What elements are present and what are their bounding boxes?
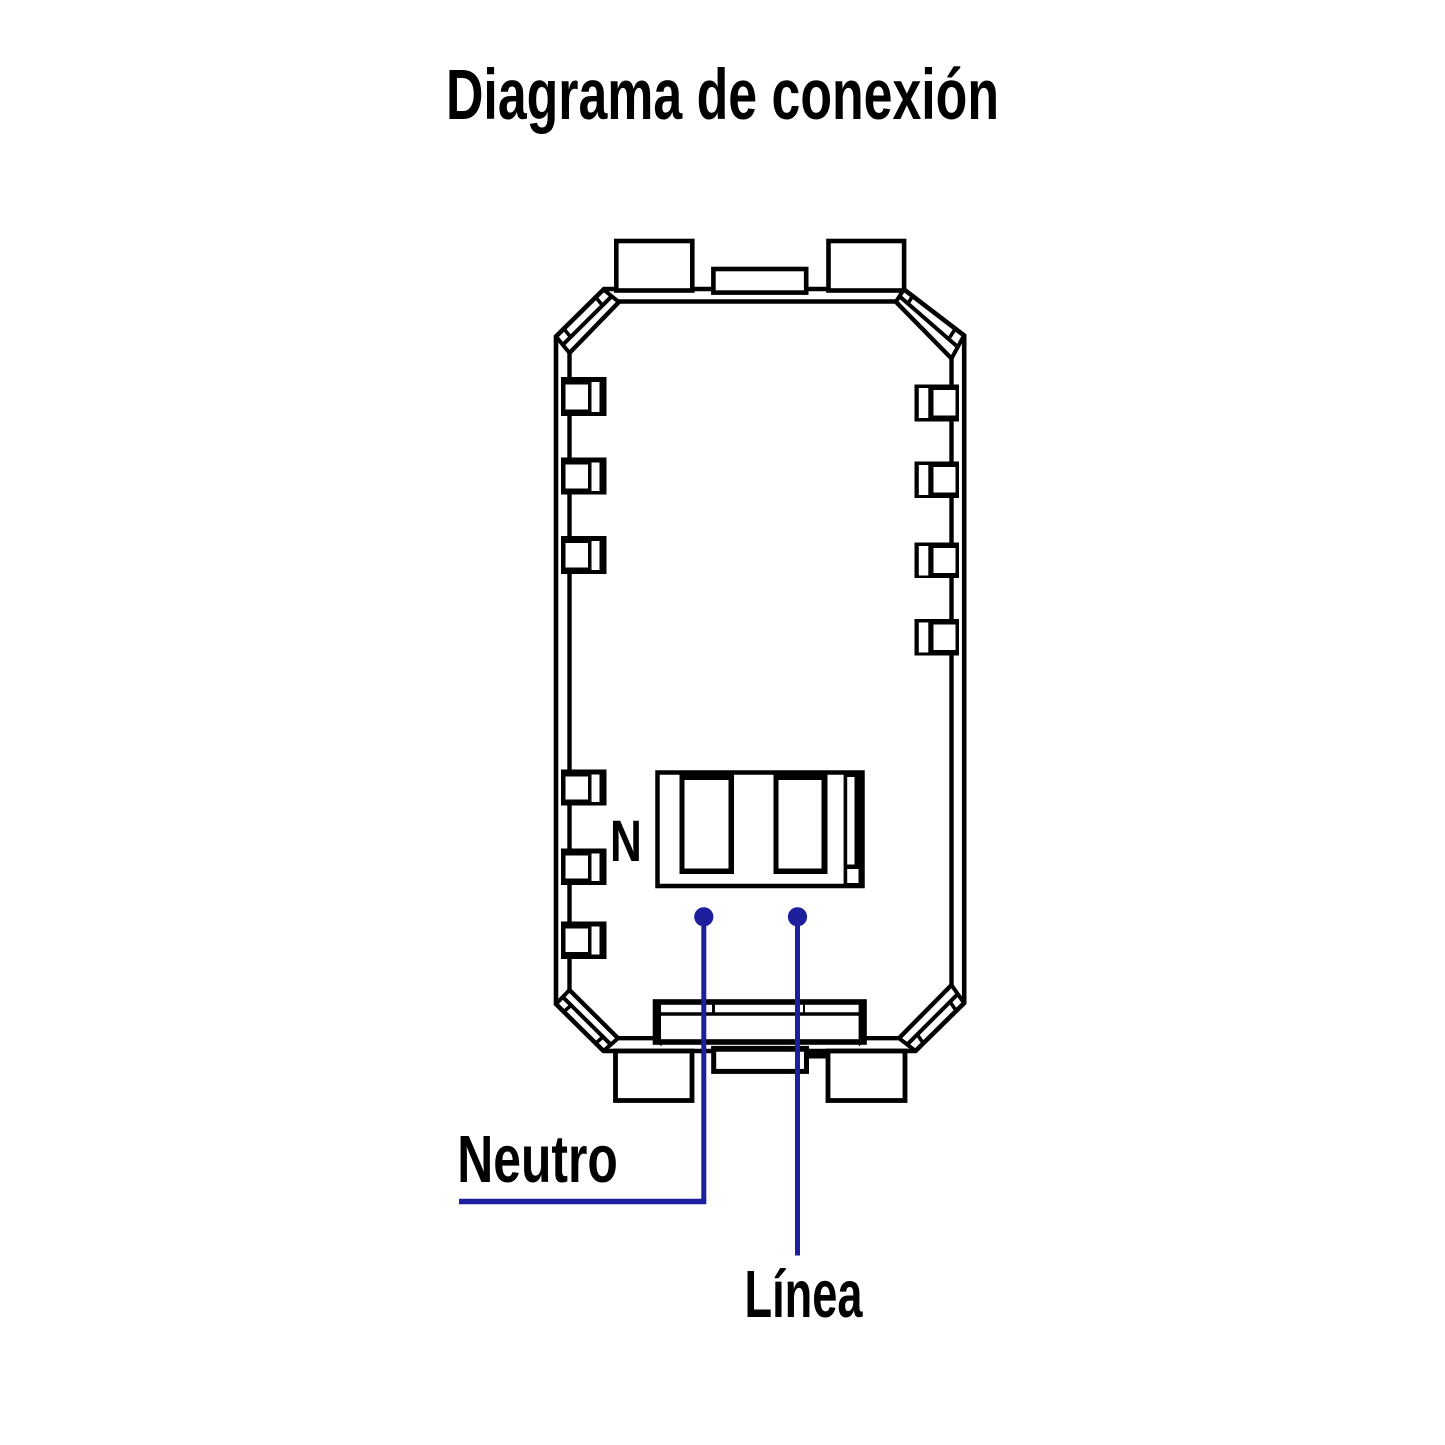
svg-text:Neutro: Neutro: [457, 1123, 618, 1197]
svg-text:Línea: Línea: [745, 1258, 864, 1332]
svg-text:Diagrama de conexión: Diagrama de conexión: [446, 55, 999, 135]
svg-text:N: N: [610, 808, 642, 873]
